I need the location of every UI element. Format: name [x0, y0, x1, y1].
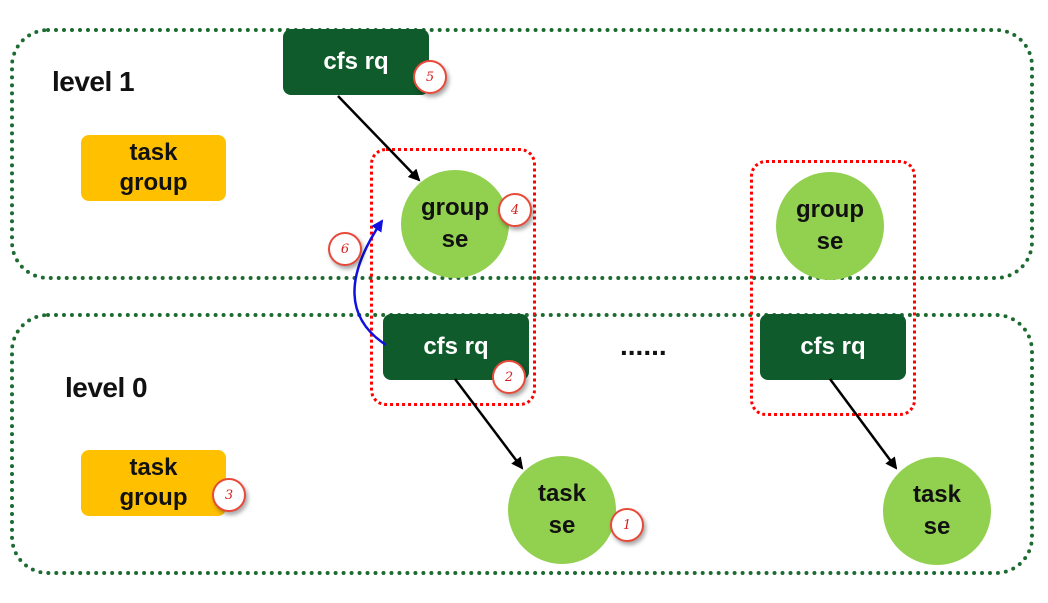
step-badge-1: 1 — [610, 508, 644, 542]
update-arrow — [353, 219, 387, 347]
task-se-right: task se — [883, 457, 991, 565]
level-1-frame — [10, 28, 1034, 280]
cfs-rq-level-1: cfs rq — [283, 29, 429, 95]
step-badge-3: 3 — [212, 478, 246, 512]
task-group-level-0: task group — [81, 450, 226, 516]
highlight-box-right — [750, 160, 916, 416]
se-line-1: group — [796, 196, 864, 223]
group-se-right: group se — [776, 172, 884, 280]
task-group-level-1: task group — [81, 135, 226, 201]
task-group-line-2: group — [119, 169, 188, 196]
task-group-line-2: group — [119, 484, 188, 511]
group-se-left: group se — [401, 170, 509, 278]
se-line-1: task — [912, 481, 962, 508]
task-group-line-1: task — [129, 454, 178, 481]
se-line-1: task — [537, 480, 587, 507]
se-line-2: se — [441, 226, 469, 253]
se-line-2: se — [548, 512, 576, 539]
highlight-box-left — [370, 148, 536, 406]
ellipsis: ...... — [620, 330, 667, 361]
step-badge-5: 5 — [413, 60, 447, 94]
se-line-1: group — [421, 194, 489, 221]
step-badge-4: 4 — [498, 193, 532, 227]
cfs-rq-level-0-right: cfs rq — [760, 314, 906, 380]
step-badge-6: 6 — [328, 232, 362, 266]
arrow-cfs-rq-to-group-se — [337, 95, 421, 182]
se-line-2: se — [816, 228, 844, 255]
task-se-left: task se — [508, 456, 616, 564]
step-badge-2: 2 — [492, 360, 526, 394]
se-line-2: se — [923, 513, 951, 540]
arrow-cfs-rq-to-task-se-right — [828, 378, 898, 470]
level-1-label: level 1 — [52, 66, 135, 97]
task-group-line-1: task — [129, 139, 178, 166]
arrow-cfs-rq-to-task-se-left — [454, 378, 524, 470]
level-0-label: level 0 — [65, 372, 148, 403]
